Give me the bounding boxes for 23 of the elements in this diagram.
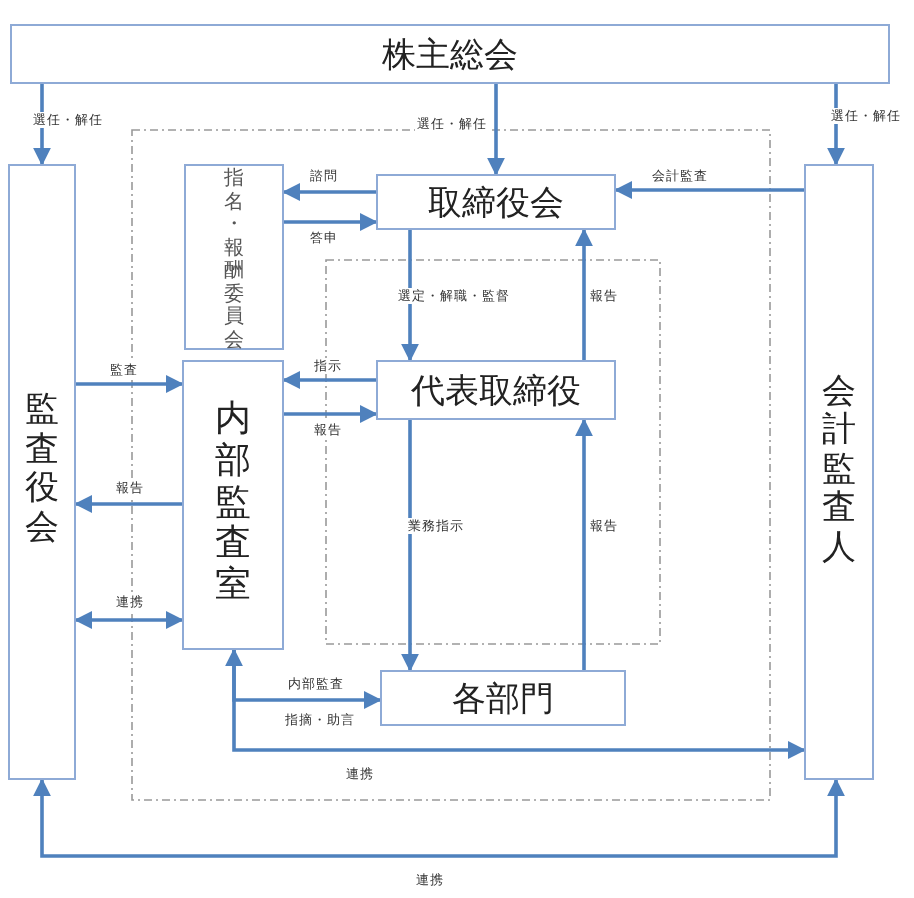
- arrow: [282, 371, 376, 389]
- arrow: [401, 230, 419, 362]
- organization-box: 代表取締役: [376, 360, 616, 420]
- arrow: [33, 778, 845, 858]
- organization-box: 監査役会: [8, 164, 76, 780]
- arrow: [76, 375, 184, 393]
- arrow: [614, 181, 804, 199]
- arrow: [487, 84, 505, 176]
- organization-box: 会計監査人: [804, 164, 874, 780]
- arrow: [284, 405, 378, 423]
- organization-box: 取締役会: [376, 174, 616, 230]
- arrow: [401, 420, 419, 672]
- arrow: [74, 495, 182, 513]
- arrow: [282, 183, 376, 201]
- organization-box: 株主総会: [10, 24, 890, 84]
- arrow: [284, 213, 378, 231]
- arrow: [575, 418, 593, 670]
- arrow: [74, 611, 184, 629]
- organization-box: 各部門: [380, 670, 626, 726]
- arrow: [575, 228, 593, 360]
- organization-box: 内部監査室: [182, 360, 284, 650]
- arrow: [225, 648, 806, 759]
- committee-box: 指名・報酬委員会: [184, 164, 284, 350]
